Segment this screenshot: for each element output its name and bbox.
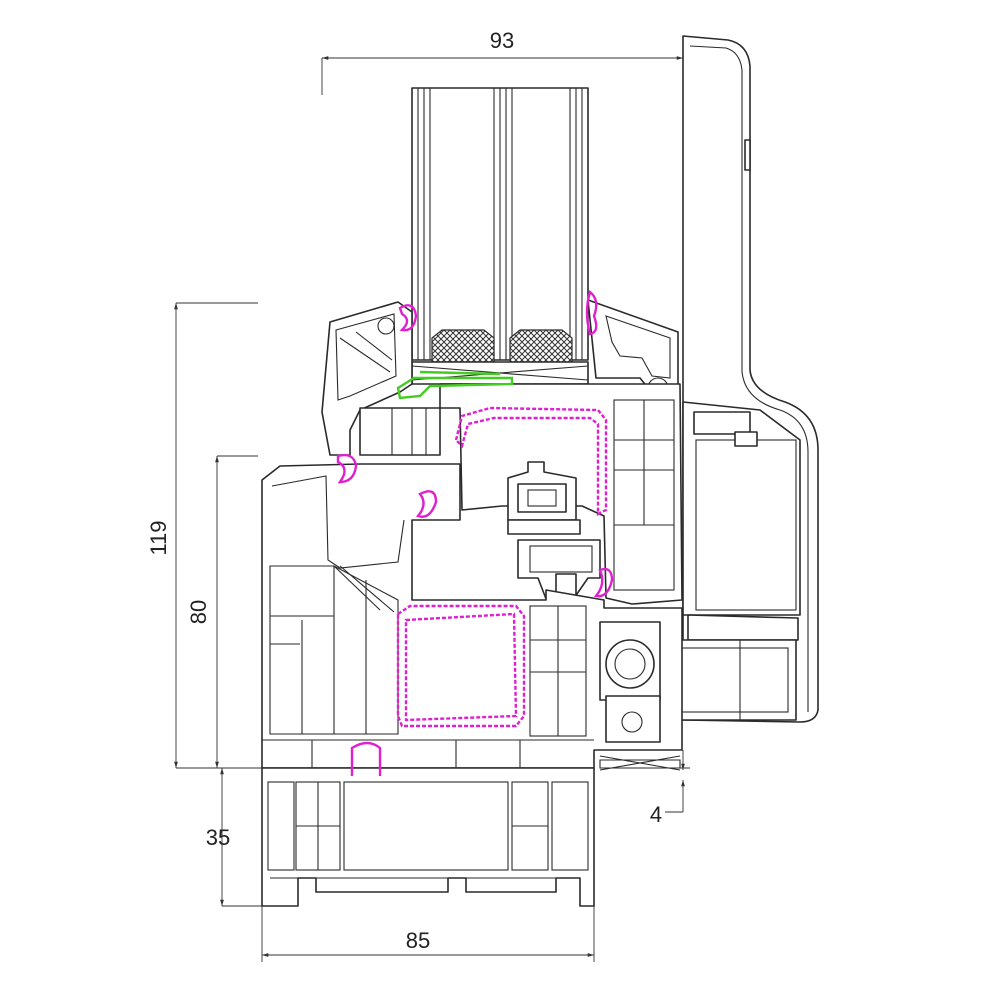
triple-glazing-unit [411,87,589,385]
gasket-seals [336,289,614,776]
steel-reinforcement-frame [396,604,526,728]
dimension-bottom-width-label: 85 [406,928,430,953]
dimension-offset: 4 [600,750,690,827]
dimension-total-height: 119 [146,302,262,769]
dimension-top-width: 93 [321,28,683,95]
dimension-offset-label: 4 [650,802,662,827]
steel-reinforcement-sash [454,406,608,516]
roller-box-mechanism [665,401,801,721]
hardware-fitting [507,461,601,605]
dimension-bottom-width: 85 [261,906,595,962]
gasket-centre [415,490,438,518]
glazing-bead [396,370,514,400]
sill-profile [261,755,681,907]
dimension-frame-height: 80 [186,455,258,768]
spacer-bar-left [431,329,495,363]
dimension-base-height-label: 35 [206,825,230,850]
dimension-base-height: 35 [206,768,262,907]
gasket-top-left [398,304,418,332]
spacer-bar-right [509,329,573,363]
gasket-top-right [585,289,598,336]
dimension-top-width-label: 93 [490,28,514,53]
dimension-total-height-label: 119 [146,520,171,555]
gasket-frame-left [336,453,358,484]
gasket-sill [350,741,382,776]
dimension-frame-height-label: 80 [186,600,211,624]
gasket-right [593,567,614,598]
